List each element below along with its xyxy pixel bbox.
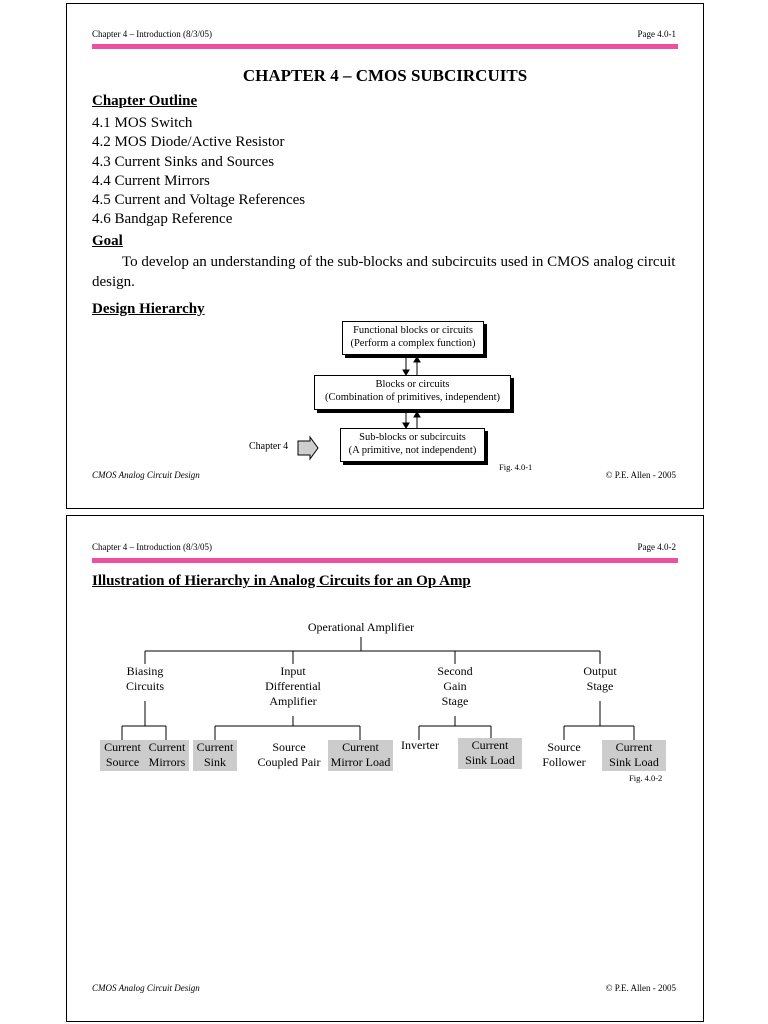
figure-label: Fig. 4.0-1 [499,462,533,472]
node-line: Current [104,740,141,754]
box-line: Blocks or circuits [375,379,450,390]
design-hierarchy-heading: Design Hierarchy [92,301,205,317]
leaf-inverter: Inverter [401,738,439,752]
node-line: Source [547,740,581,754]
node-line: Mirrors [148,755,186,769]
goal-heading: Goal [92,233,123,249]
box-line: (Combination of primitives, independent) [325,392,500,403]
node-line: Gain [443,679,467,693]
tree-node-biasing-circuits: Biasing Circuits [111,664,179,694]
outline-item: 4.3 Current Sinks and Sources [92,154,275,170]
leaf-current-mirror-load: Current Mirror Load [328,740,393,771]
node-line: Stage [586,679,614,693]
goal-text: To develop an understanding of the sub-b… [92,254,676,290]
outline-item: 4.6 Bandgap Reference [92,211,233,227]
node-line: Coupled Pair [257,755,321,769]
node-line: Follower [542,755,586,769]
leaf-current-mirrors: Current Mirrors [145,740,189,771]
chapter-pointer-arrow-icon [297,435,319,461]
tree-node-input-differential-amplifier: Input Differential Amplifier [248,664,338,709]
node-line: Sink Load [465,753,515,767]
header-accent-bar [92,558,678,563]
node-line: Second [437,664,473,678]
node-line: Amplifier [269,694,317,708]
slide-page-4-0-2: Chapter 4 – Introduction (8/3/05) Page 4… [66,515,704,1022]
leaf-source-coupled-pair: Source Coupled Pair [251,740,327,771]
slide-header-left: Chapter 4 – Introduction (8/3/05) [92,542,212,552]
node-line: Current [615,740,653,754]
footer-course-title: CMOS Analog Circuit Design [92,470,200,480]
footer-course-title: CMOS Analog Circuit Design [92,983,200,993]
footer-copyright: © P.E. Allen - 2005 [605,983,676,993]
leaf-current-sink-load-second-stage: Current Sink Load [458,738,522,769]
header-accent-bar [92,44,678,49]
slide-title: CHAPTER 4 – CMOS SUBCIRCUITS [242,66,528,85]
outline-item: 4.5 Current and Voltage References [92,192,306,208]
tree-node-operational-amplifier: Operational Amplifier [307,620,415,634]
slide-page-number: Page 4.0-1 [637,29,677,39]
node-line: Current [342,740,379,754]
sub-blocks-box: Sub-blocks or subcircuits (A primitive, … [340,428,485,462]
hierarchy-arrows [297,356,421,461]
node-line: Mirror Load [330,755,391,769]
slide-header-left: Chapter 4 – Introduction (8/3/05) [92,29,212,39]
outline-heading: Chapter Outline [92,93,198,109]
node-line: Sink [203,755,226,769]
node-line: Current [148,740,186,754]
chapter-4-pointer-label: Chapter 4 [249,441,289,452]
node-line: Source [272,740,306,754]
node-line: Sink Load [609,755,659,769]
slide-title: Illustration of Hierarchy in Analog Circ… [92,573,471,589]
leaf-source-follower: Source Follower [538,740,590,771]
node-line: Current [471,738,509,752]
node-line: Biasing [126,664,164,678]
node-line: Output [583,664,617,678]
blocks-or-circuits-box: Blocks or circuits (Combination of primi… [314,375,511,410]
node-line: Stage [441,694,469,708]
node-line: Input [280,664,306,678]
box-line: (A primitive, not independent) [348,445,477,456]
box-line: Sub-blocks or subcircuits [359,432,466,443]
leaf-current-sink-load-output-stage: Current Sink Load [602,740,666,771]
leaf-current-sink: Current Sink [193,740,237,771]
tree-node-second-gain-stage: Second Gain Stage [425,664,485,709]
box-line: (Perform a complex function) [350,338,476,349]
tree-node-output-stage: Output Stage [570,664,630,694]
footer-copyright: © P.E. Allen - 2005 [605,470,676,480]
outline-item: 4.1 MOS Switch [92,115,193,131]
leaf-current-source: Current Source [100,740,145,771]
slide-page-4-0-1: Chapter 4 – Introduction (8/3/05) Page 4… [66,3,704,509]
node-line: Current [196,740,234,754]
figure-label: Fig. 4.0-2 [629,773,663,783]
node-line: Source [105,755,140,769]
slide-page-number: Page 4.0-2 [637,542,677,552]
tree-connector-lines [121,637,635,740]
outline-item: 4.2 MOS Diode/Active Resistor [92,134,285,150]
node-line: Circuits [126,679,164,693]
node-line: Differential [265,679,321,693]
outline-item: 4.4 Current Mirrors [92,173,210,189]
box-line: Functional blocks or circuits [353,325,473,336]
functional-blocks-box: Functional blocks or circuits (Perform a… [342,321,484,355]
